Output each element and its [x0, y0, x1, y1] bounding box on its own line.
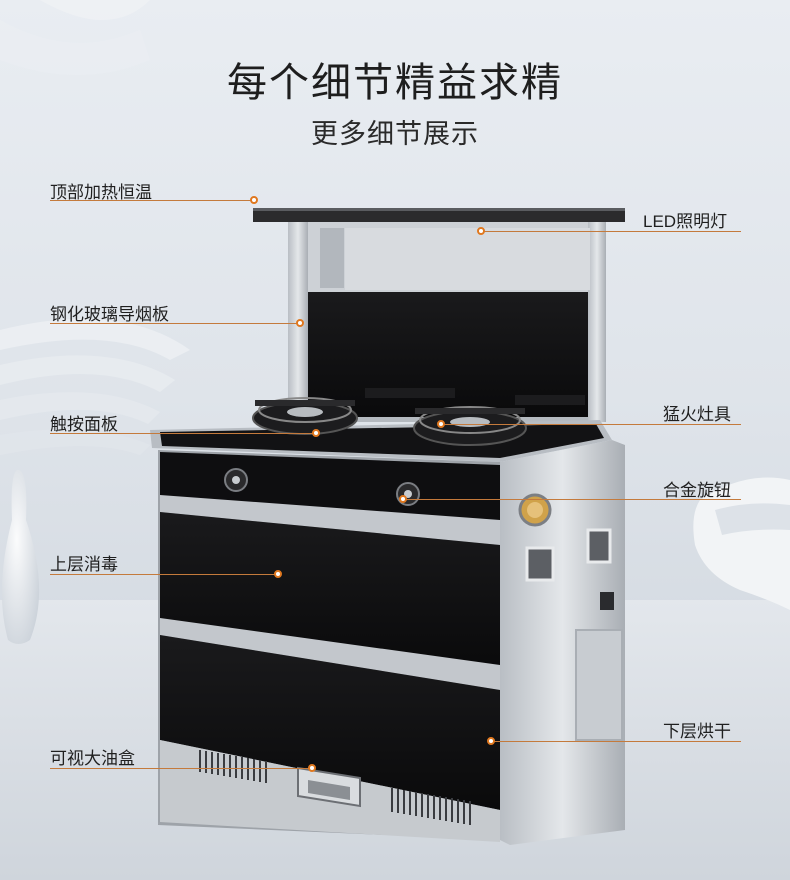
callout-burner-line — [443, 424, 741, 425]
side-handle-right — [586, 528, 612, 564]
callout-knob: 合金旋钮 — [663, 481, 731, 500]
callout-upper-disinfect-dot — [274, 570, 282, 578]
callout-knob-line — [405, 499, 741, 500]
callout-glass-panel-dot — [296, 319, 304, 327]
callout-lower-dry: 下层烘干 — [663, 722, 731, 741]
callout-led-light-line — [483, 231, 741, 232]
callout-oil-box-line — [50, 768, 312, 769]
side-gauge — [518, 493, 552, 527]
burner-back — [365, 388, 585, 405]
page-subtitle: 更多细节展示 — [311, 119, 479, 149]
side-socket — [600, 592, 614, 610]
callout-glass-panel: 钢化玻璃导烟板 — [50, 305, 169, 324]
callout-upper-disinfect: 上层消毒 — [50, 555, 118, 574]
callout-oil-box: 可视大油盒 — [50, 749, 135, 768]
callout-touch-panel-line — [50, 433, 316, 434]
callout-lower-dry-line — [492, 741, 741, 742]
background-chair — [693, 477, 790, 610]
callout-upper-disinfect-line — [50, 574, 278, 575]
callout-touch-panel-dot — [312, 429, 320, 437]
callout-top-heating: 顶部加热恒温 — [50, 183, 152, 202]
side-access-panel — [575, 629, 623, 741]
callout-lower-dry-dot — [487, 737, 495, 745]
callout-burner: 猛火灶具 — [663, 405, 731, 424]
callout-led-light: LED照明灯 — [643, 212, 728, 231]
callout-burner-dot — [437, 420, 445, 428]
upper-disinfection-drawer — [160, 512, 500, 668]
callout-glass-panel-line — [50, 323, 300, 324]
burner-right — [413, 406, 527, 446]
callout-oil-box-dot — [308, 764, 316, 772]
burner-left — [252, 397, 358, 435]
callout-top-heating-line — [50, 200, 254, 201]
top-heating-plate — [253, 210, 625, 222]
page-title: 每个细节精益求精 — [227, 61, 563, 105]
lower-drying-drawer — [160, 635, 500, 810]
bottom-vent-right — [391, 788, 471, 825]
background-vase — [1, 470, 40, 644]
side-handle-left — [525, 546, 555, 582]
callout-touch-panel: 触按面板 — [50, 415, 118, 434]
callout-led-light-dot — [477, 227, 485, 235]
callout-top-heating-dot — [250, 196, 258, 204]
background-staircase — [0, 0, 190, 455]
callout-knob-dot — [399, 495, 407, 503]
oil-box — [297, 766, 361, 808]
